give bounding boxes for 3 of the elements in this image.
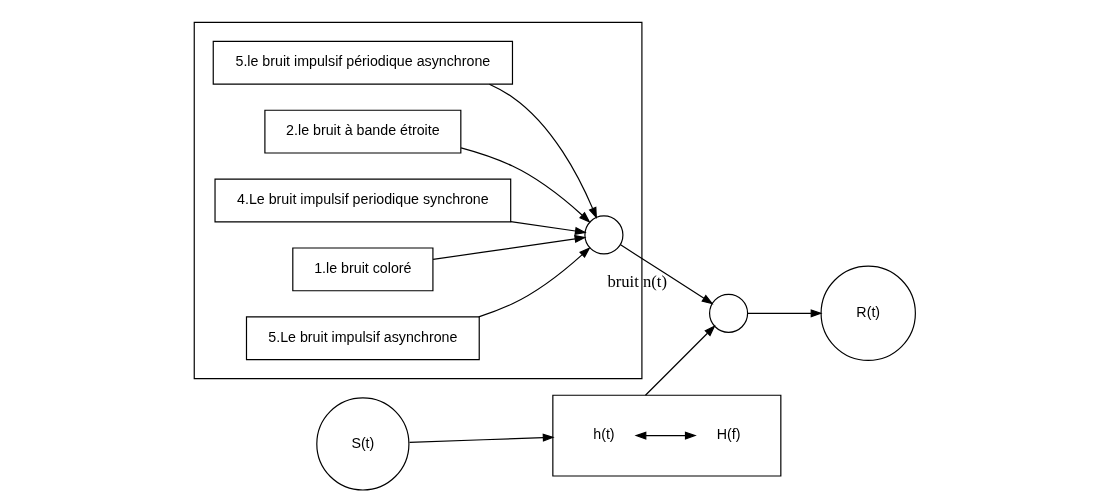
- node-text: h(t): [593, 426, 615, 443]
- node-text: H(f): [716, 426, 741, 443]
- edge-label: bruit n(t): [607, 272, 667, 292]
